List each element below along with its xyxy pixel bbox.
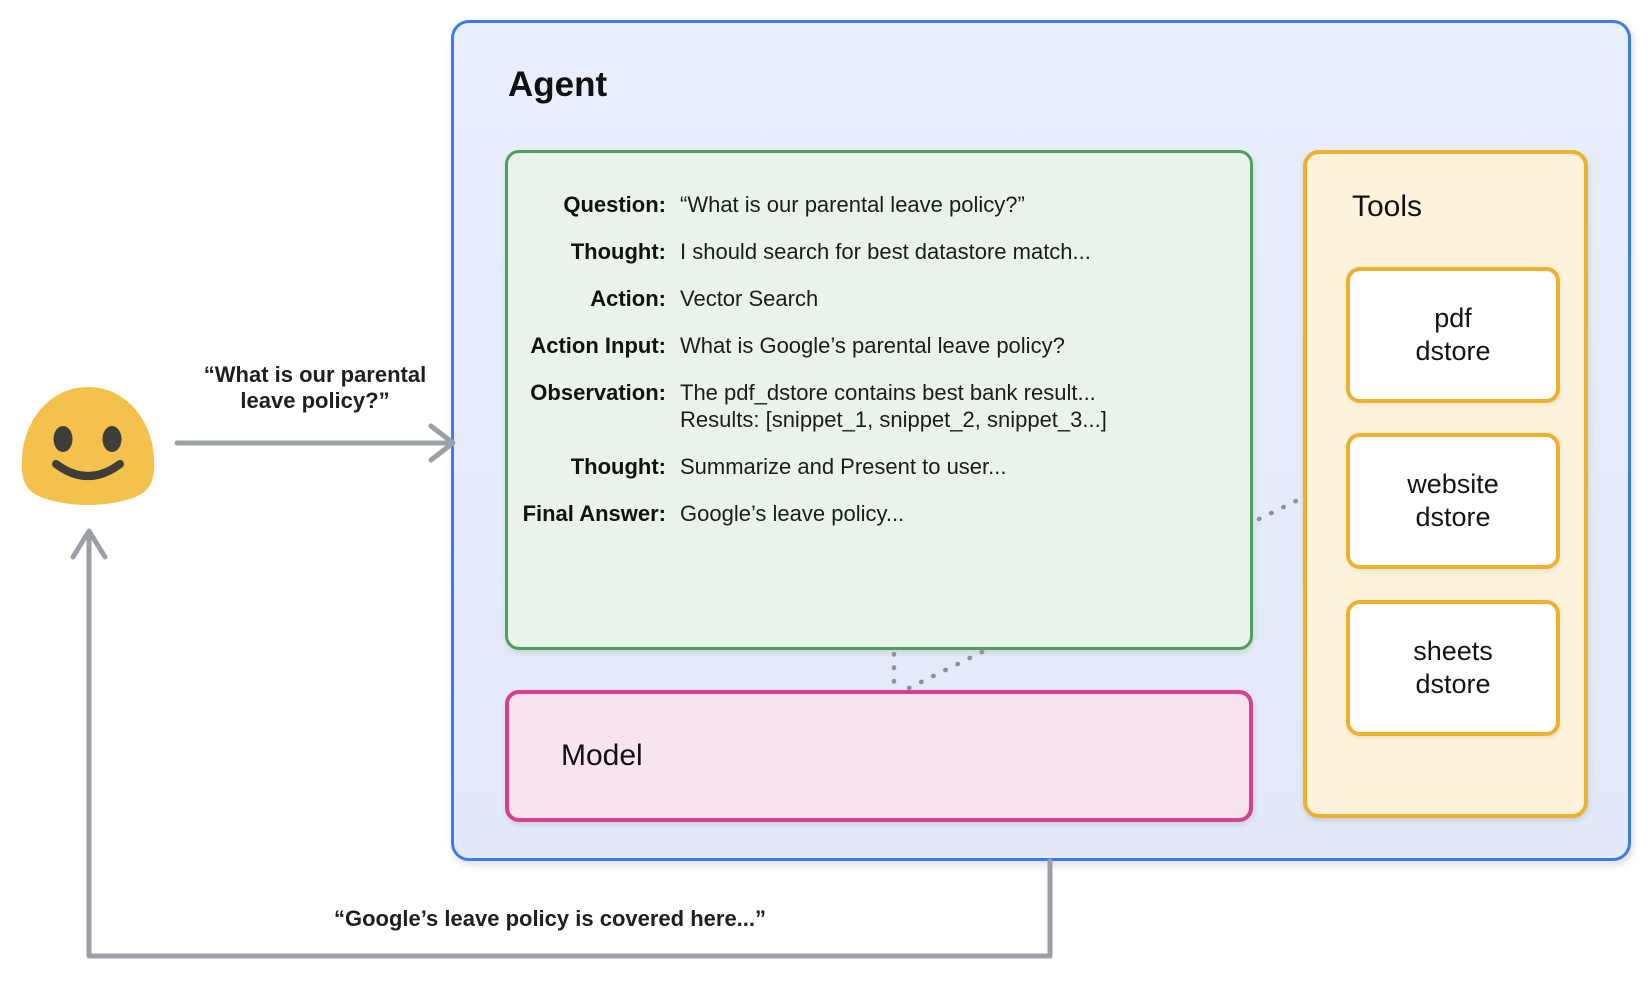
row-label: Thought: <box>570 454 666 479</box>
row-label: Final Answer: <box>522 501 666 526</box>
row-value: “What is our parental leave policy?” <box>680 192 1025 217</box>
observation-line-1: The pdf_dstore contains best bank result… <box>680 380 1096 405</box>
tool-label-line: pdf <box>1434 303 1472 334</box>
transcript-row-thought-2: Thought: Summarize and Present to user..… <box>518 453 1230 480</box>
request-label: “What is our parental leave policy?” <box>203 362 427 414</box>
row-value: Summarize and Present to user... <box>680 454 1007 479</box>
row-value: I should search for best datastore match… <box>680 239 1091 264</box>
row-value: Google’s leave policy... <box>680 501 905 526</box>
row-label: Observation: <box>530 380 666 405</box>
agent-title: Agent <box>508 65 608 104</box>
tool-label-line: dstore <box>1415 502 1491 532</box>
tool-pdf-dstore: pdf dstore <box>1346 267 1560 403</box>
transcript-row-question: Question: “What is our parental leave po… <box>518 191 1230 218</box>
row-label: Thought: <box>570 239 666 264</box>
tool-sheets-dstore: sheets dstore <box>1346 600 1560 736</box>
tool-label-line: dstore <box>1415 669 1491 699</box>
transcript-row-final-answer: Final Answer: Google’s leave policy... <box>518 500 1230 527</box>
tool-label-line: sheets <box>1413 636 1493 667</box>
row-value: The pdf_dstore contains best bank result… <box>680 379 1107 433</box>
transcript-row-action-input: Action Input: What is Google’s parental … <box>518 332 1230 359</box>
row-label: Question: <box>563 192 666 217</box>
tool-website-dstore: website dstore <box>1346 433 1560 569</box>
tools-box: Tools pdf dstore website dstore sheets d… <box>1303 150 1588 818</box>
request-arrow <box>174 423 456 463</box>
tools-title: Tools <box>1352 190 1423 223</box>
smiling-blob-emoji <box>21 387 155 505</box>
model-box: Model <box>505 690 1253 822</box>
row-label: Action: <box>590 286 666 311</box>
user-emoji-icon <box>13 382 163 507</box>
tool-label-line: website <box>1407 469 1499 500</box>
row-label: Action Input: <box>530 333 666 358</box>
tool-label-line: dstore <box>1415 336 1491 366</box>
transcript-row-observation: Observation: The pdf_dstore contains bes… <box>518 379 1230 433</box>
row-value: Vector Search <box>680 286 819 311</box>
response-label: “Google’s leave policy is covered here..… <box>333 906 767 931</box>
transcript-box: Question: “What is our parental leave po… <box>505 150 1253 650</box>
transcript-row-thought-1: Thought: I should search for best datast… <box>518 238 1230 265</box>
transcript-row-action: Action: Vector Search <box>518 285 1230 312</box>
row-value: What is Google’s parental leave policy? <box>680 333 1065 358</box>
observation-line-2: Results: [snippet_1, snippet_2, snippet_… <box>680 407 1107 432</box>
model-title: Model <box>561 739 643 772</box>
